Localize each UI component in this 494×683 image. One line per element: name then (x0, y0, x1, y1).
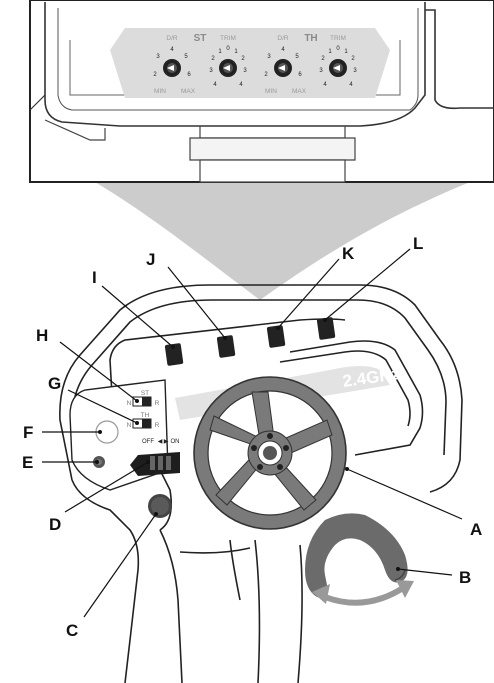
svg-text:3: 3 (243, 68, 247, 74)
power-right-arrow: ▶ (164, 439, 169, 445)
th-trim-scale: 4 3 2 1 0 1 2 3 4 (319, 46, 357, 88)
th-dr-scale: 2 3 4 5 6 MIN MAX (264, 47, 306, 95)
th-switch-n: N (127, 422, 132, 429)
th-label: TH (304, 33, 317, 44)
svg-text:1: 1 (344, 49, 348, 55)
knob-k[interactable] (266, 325, 286, 348)
svg-text:3: 3 (209, 68, 213, 74)
svg-text:3: 3 (353, 68, 357, 74)
st-dr-scale: 2 3 4 5 6 MIN MAX (153, 47, 195, 95)
svg-text:2: 2 (241, 56, 245, 62)
callout-k: K (342, 244, 355, 263)
svg-text:4: 4 (213, 82, 217, 88)
svg-text:6: 6 (298, 72, 302, 78)
callout-g: G (48, 374, 61, 393)
st-min-label: MIN (154, 88, 166, 95)
svg-text:3: 3 (267, 54, 271, 60)
callout-e: E (22, 453, 33, 472)
st-dr-dial[interactable] (163, 59, 181, 77)
st-reverse-switch[interactable] (132, 396, 152, 407)
st-dr-label: D/R (166, 35, 178, 42)
svg-text:0: 0 (336, 46, 340, 52)
th-trim-label: TRIM (330, 35, 346, 42)
callout-f: F (23, 423, 33, 442)
svg-text:4: 4 (239, 82, 243, 88)
knob-j[interactable] (216, 335, 236, 358)
svg-text:5: 5 (295, 54, 299, 60)
th-dr-label: D/R (277, 35, 289, 42)
transmitter-body (59, 284, 463, 683)
power-switch[interactable] (130, 452, 180, 476)
arrow-head-left (312, 584, 330, 604)
dial-plate (110, 28, 390, 98)
st-switch-n: N (127, 400, 132, 407)
st-max-label: MAX (181, 88, 196, 95)
callout-h: H (36, 326, 48, 345)
power-left-arrow: ◀ (158, 439, 163, 445)
knob-i[interactable] (164, 343, 184, 366)
trigger-motion-arrow (322, 585, 406, 606)
svg-text:6: 6 (187, 72, 191, 78)
st-switch-label: ST (141, 390, 149, 397)
svg-text:0: 0 (226, 46, 230, 52)
svg-text:2: 2 (351, 56, 355, 62)
svg-text:4: 4 (170, 47, 174, 53)
callout-b: B (459, 568, 471, 587)
svg-text:2: 2 (264, 72, 268, 78)
knob-l[interactable] (316, 317, 336, 340)
power-on-label: ON (171, 439, 180, 445)
th-min-label: MIN (265, 88, 277, 95)
th-reverse-switch[interactable] (132, 418, 152, 429)
th-trim-dial[interactable] (329, 59, 347, 77)
svg-text:3: 3 (319, 68, 323, 74)
th-dr-dial[interactable] (274, 59, 292, 77)
svg-text:1: 1 (234, 49, 238, 55)
throttle-trigger[interactable] (305, 513, 408, 598)
svg-text:2: 2 (153, 72, 157, 78)
th-switch-label: TH (141, 412, 150, 419)
svg-text:2: 2 (321, 56, 325, 62)
st-trim-label: TRIM (220, 35, 236, 42)
callout-d: D (49, 515, 61, 534)
th-switch-r: R (155, 422, 160, 429)
zoom-cone (95, 182, 470, 300)
svg-text:4: 4 (281, 47, 285, 53)
st-label: ST (194, 33, 207, 44)
svg-text:1: 1 (328, 49, 332, 55)
st-trim-dial[interactable] (219, 59, 237, 77)
inset-panel (29, 0, 494, 183)
svg-text:4: 4 (323, 82, 327, 88)
svg-text:5: 5 (184, 54, 188, 60)
svg-text:1: 1 (218, 49, 222, 55)
callout-l: L (413, 234, 423, 253)
bind-button[interactable] (148, 494, 172, 518)
steering-wheel[interactable] (193, 376, 347, 530)
svg-text:2: 2 (211, 56, 215, 62)
arrow-head-right (396, 580, 414, 598)
callout-j: J (146, 250, 155, 269)
callout-i: I (92, 268, 97, 287)
st-trim-scale: 4 3 2 1 0 1 2 3 4 (209, 46, 247, 88)
st-switch-r: R (155, 400, 160, 407)
power-off-label: OFF (142, 439, 154, 445)
svg-text:3: 3 (156, 54, 160, 60)
th-max-label: MAX (292, 88, 307, 95)
callout-a: A (470, 520, 482, 539)
callout-c: C (66, 621, 78, 640)
callout-dots (95, 318, 400, 571)
callout-lines (42, 248, 463, 618)
svg-text:4: 4 (349, 82, 353, 88)
